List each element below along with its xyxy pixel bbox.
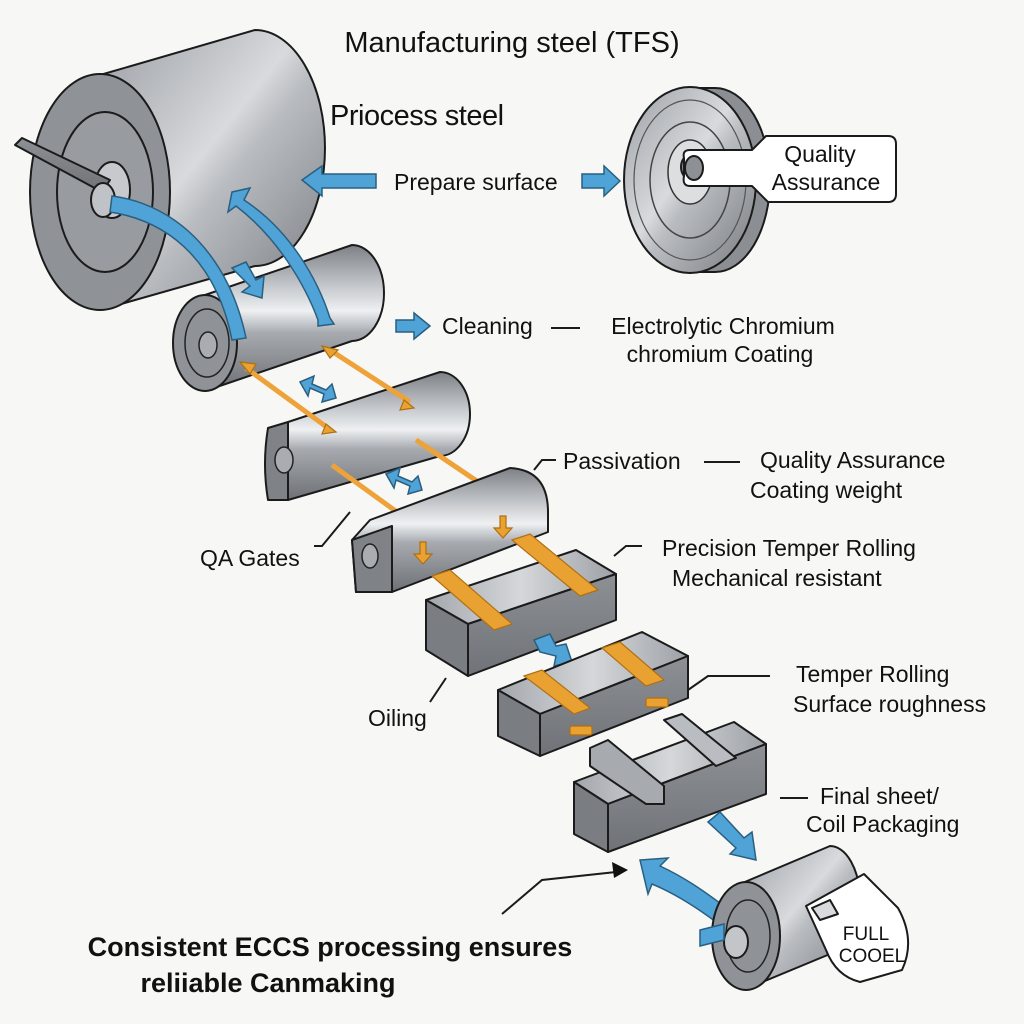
cleaning-label: Cleaning bbox=[442, 313, 533, 339]
oiling-label: Oiling bbox=[368, 705, 427, 731]
curved-feed-arrow-icon bbox=[639, 857, 725, 924]
leader-line bbox=[314, 511, 351, 547]
main-coil-roller bbox=[14, 29, 326, 311]
curved-return-arrow-icon bbox=[226, 186, 336, 327]
coil-tag-label: FULL COOEL bbox=[805, 873, 910, 983]
diagram-title: Manufacturing steel (TFS) bbox=[344, 27, 679, 59]
quality-assurance-callout: Quality Assurance bbox=[682, 135, 897, 203]
leader-line bbox=[429, 677, 447, 703]
temper-block-1 bbox=[425, 533, 617, 677]
coil-tag-line1: FULL bbox=[843, 924, 889, 945]
final-sheet-label-line1: Final sheet/ bbox=[820, 783, 940, 809]
leader-line bbox=[687, 675, 770, 691]
down-arrow-icon bbox=[230, 261, 265, 299]
temper-rolling-label-line2: Surface roughness bbox=[793, 691, 986, 717]
pointer-arrowhead-icon bbox=[612, 862, 628, 878]
coil-tag-line2: COOEL bbox=[839, 946, 906, 967]
left-arrow-icon bbox=[300, 164, 377, 198]
left-shaft bbox=[14, 137, 111, 193]
final-block bbox=[573, 713, 767, 853]
electrolytic-label-line2: chromium Coating bbox=[627, 341, 814, 367]
final-sheet-label-line2: Coil Packaging bbox=[806, 811, 959, 837]
prepare-surface-label: Prepare surface bbox=[394, 169, 558, 195]
exchange-arrow-icon bbox=[298, 374, 337, 404]
qa-gates-label: QA Gates bbox=[200, 545, 300, 571]
down-right-arrow-icon bbox=[706, 810, 757, 861]
coating-roller bbox=[264, 371, 471, 501]
leader-line bbox=[533, 459, 556, 471]
roller-body bbox=[287, 371, 471, 501]
qa-coating-label-line2: Coating weight bbox=[750, 477, 903, 503]
qa-callout-line2: Assurance bbox=[772, 169, 881, 195]
passivation-roller bbox=[351, 467, 549, 593]
electrolytic-label-line1: Electrolytic Chromium bbox=[611, 313, 835, 339]
leader-line bbox=[613, 545, 642, 557]
temper-rolling-label-line1: Temper Rolling bbox=[796, 661, 949, 687]
passivation-label: Passivation bbox=[563, 448, 681, 474]
diagram-subtitle: Priocess steel bbox=[330, 100, 504, 132]
temper-block-2 bbox=[497, 631, 689, 757]
qa-coating-label-line1: Quality Assurance bbox=[760, 447, 945, 473]
exchange-arrow-icon-2 bbox=[384, 466, 423, 496]
pointer-line bbox=[501, 871, 617, 915]
right-arrow-icon bbox=[581, 164, 622, 198]
footer-caption-line1: Consistent ECCS processing ensures bbox=[88, 932, 573, 962]
precision-temper-label-line2: Mechanical resistant bbox=[672, 565, 882, 591]
curved-flow-arrow-icon bbox=[109, 195, 247, 341]
precision-temper-label-line1: Precision Temper Rolling bbox=[662, 535, 916, 561]
footer-caption-line2: reliiable Canmaking bbox=[140, 968, 395, 998]
qa-callout-line1: Quality bbox=[784, 141, 856, 167]
cleaning-arrow-icon bbox=[395, 311, 432, 341]
